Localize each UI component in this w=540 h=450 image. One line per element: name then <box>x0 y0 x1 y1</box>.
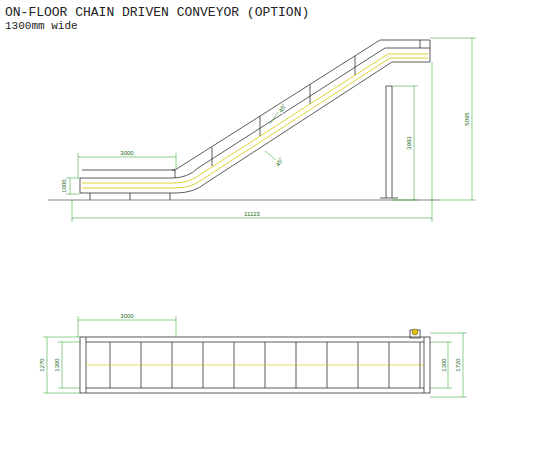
rail-post <box>310 84 311 104</box>
plan-view <box>80 330 430 393</box>
dimension: 5095 <box>464 111 470 126</box>
tail-end <box>80 178 81 193</box>
rail-post <box>420 40 421 48</box>
rail-post <box>355 56 356 75</box>
dimension: 1720 <box>455 357 461 372</box>
angle-label: 45° <box>275 156 286 169</box>
centre-line <box>86 365 424 366</box>
rail-post <box>212 147 213 166</box>
drawing-title: ON-FLOOR CHAIN DRIVEN CONVEYOR (OPTION) <box>4 6 310 19</box>
dimension: 3000 <box>119 150 134 156</box>
subtitle: 1300mm wide <box>4 21 79 32</box>
floor-feet <box>90 193 170 200</box>
rail-post <box>260 116 261 136</box>
belt-top <box>80 48 430 178</box>
side-guard <box>82 170 175 171</box>
support-leg <box>380 86 398 198</box>
side-view <box>48 40 440 200</box>
dimension: 3993 <box>406 135 412 150</box>
ground-line <box>48 200 440 201</box>
dimension: 1300 <box>54 357 60 372</box>
plan-dimensions <box>43 316 467 397</box>
handrail <box>172 40 430 170</box>
belt-bottom <box>80 62 430 193</box>
head-end <box>430 40 431 62</box>
dimension-lines <box>66 38 476 222</box>
drive-sprocket <box>412 329 418 335</box>
rail-post <box>175 170 176 178</box>
dimension: 1270 <box>39 357 45 372</box>
drive-motor <box>410 330 420 338</box>
dimension: 3000 <box>119 313 134 319</box>
dimension: 11123 <box>243 211 261 217</box>
dimension: 1000 <box>61 178 67 193</box>
dimension: 1300 <box>441 357 447 372</box>
chain-line <box>82 54 428 188</box>
